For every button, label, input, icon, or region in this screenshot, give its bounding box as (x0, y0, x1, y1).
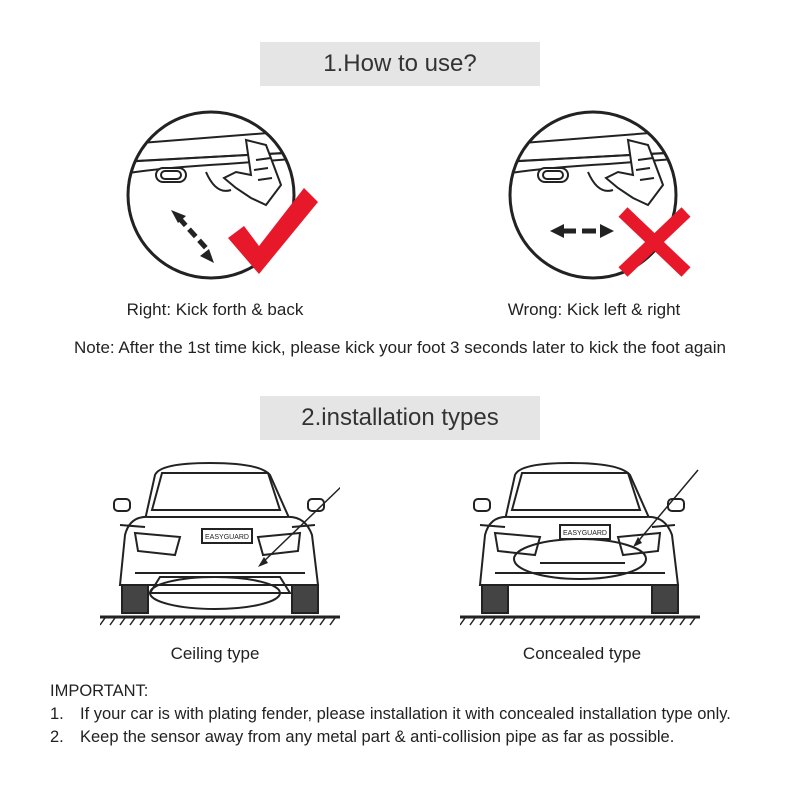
concealed-type-caption: Concealed type (522, 644, 642, 663)
section-title: 2.installation types (301, 404, 499, 431)
section-header-how-to-use: 1.How to use? (260, 42, 540, 86)
usage-note: Note: After the 1st time kick, please ki… (74, 338, 726, 357)
wrong-usage-caption: Wrong: Kick left & right (507, 300, 681, 319)
right-usage-caption: Right: Kick forth & back (126, 300, 304, 319)
checkmark-icon (228, 188, 318, 274)
section-header-installation-types: 2.installation types (260, 396, 540, 440)
sensor-pointer-icon (513, 469, 699, 580)
section-title: 1.How to use? (323, 50, 477, 77)
important-item: 1. If your car is with plating fender, p… (50, 703, 760, 726)
cross-icon (618, 207, 691, 277)
left-right-arrow-icon (550, 224, 614, 238)
sensor-pointer-icon (149, 486, 340, 610)
ceiling-type-car-illustration: EASYGUARD (100, 461, 340, 626)
kick-left-right-illustration (508, 110, 691, 280)
license-plate-text: EASYGUARD (563, 530, 607, 537)
item-text: Keep the sensor away from any metal part… (80, 728, 675, 746)
double-arrow-icon (171, 210, 214, 263)
item-number: 2. (50, 728, 64, 746)
item-number: 1. (50, 705, 64, 723)
item-text: If your car is with plating fender, plea… (80, 705, 731, 723)
ceiling-type-caption: Ceiling type (170, 644, 260, 663)
important-notes: IMPORTANT: 1. If your car is with platin… (50, 680, 760, 749)
important-item: 2. Keep the sensor away from any metal p… (50, 726, 760, 749)
license-plate-text: EASYGUARD (205, 534, 249, 541)
important-heading: IMPORTANT: (50, 682, 149, 700)
kick-forth-back-illustration (126, 110, 318, 280)
concealed-type-car-illustration: EASYGUARD (460, 461, 700, 626)
